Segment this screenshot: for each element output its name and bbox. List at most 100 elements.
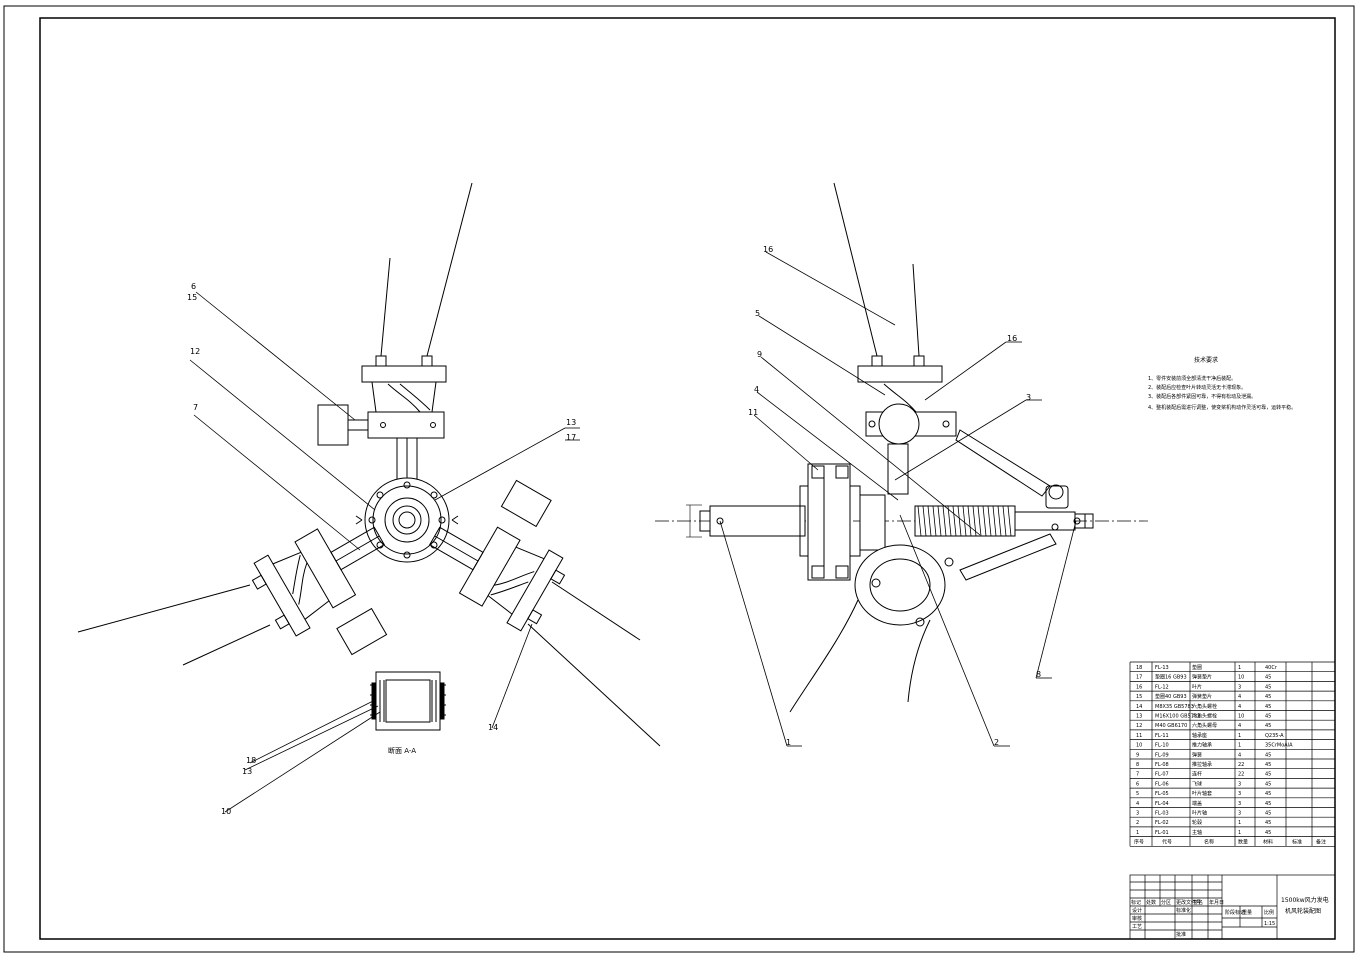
balloon-17: 17: [566, 433, 576, 442]
bom-row-code: FL-12: [1155, 684, 1169, 690]
bom-row-qty: 4: [1238, 752, 1241, 758]
bom-row-qty: 10: [1238, 714, 1244, 720]
tech-notes-title: 技术要求: [1194, 356, 1218, 364]
bom-row-no: 7: [1136, 772, 1139, 778]
balloon-12: 12: [190, 347, 200, 356]
bom-row-material: 45: [1265, 801, 1271, 807]
bom-row-material: 35CrMoAlA: [1265, 743, 1293, 749]
rev-label-4: 更改文件号: [1176, 899, 1201, 906]
bom-row-name: 叶片: [1192, 683, 1202, 690]
balloon-16b: 16: [1007, 334, 1017, 343]
bom-row-name: 轴承座: [1192, 732, 1207, 739]
bom-row-name: 叶片轴: [1192, 810, 1207, 817]
bom-row-qty: 4: [1238, 723, 1241, 729]
bom-row-code: M8X35 GB5783: [1155, 704, 1194, 710]
bom-row-qty: 1: [1238, 733, 1241, 739]
bom-row-no: 2: [1136, 820, 1139, 826]
bom-row-qty: 10: [1238, 675, 1244, 681]
bom-row-no: 8: [1136, 762, 1139, 768]
lower-blade-root: [854, 544, 946, 626]
section-caption: 断面 A-A: [388, 746, 416, 755]
bom-header-code: 代号: [1162, 839, 1172, 846]
bom-row-no: 11: [1136, 733, 1142, 739]
section-a-a-detail: [370, 671, 446, 731]
bom-header-remark: 备注: [1316, 839, 1326, 846]
outer-frame: [3, 5, 1355, 953]
role-approve: 批准: [1176, 931, 1186, 938]
bom-row-code: 垫圈16 GB93: [1155, 674, 1187, 681]
balloon-5: 5: [755, 309, 760, 318]
balloon-13b: 13: [242, 767, 252, 776]
bom-row-qty: 3: [1238, 801, 1241, 807]
bom-row-material: 40Cr: [1265, 665, 1278, 671]
bom-row-material: 45: [1265, 694, 1271, 700]
bom-row-name: 六角头螺栓: [1192, 703, 1217, 710]
bearing-housing: [807, 463, 851, 581]
role-check: 审核: [1132, 915, 1142, 922]
title-block: [1129, 874, 1336, 940]
rev-label-3: 分区: [1161, 899, 1171, 906]
balloon-18: 18: [246, 756, 256, 765]
balloon-2: 2: [994, 738, 999, 747]
technical-notes: 技术要求 1、零件安装前须全部清洗干净后装配。 2、装配后应检查叶片转动灵活无卡…: [1148, 356, 1296, 411]
bom-row-code: FL-05: [1155, 791, 1169, 797]
bom-row-qty: 3: [1238, 811, 1241, 817]
bom-row-name: 轮毂: [1192, 819, 1202, 826]
hub-disk: [364, 477, 450, 563]
balloon-16a: 16: [763, 245, 773, 254]
bom-header-no: 序号: [1134, 839, 1144, 846]
main-shaft: [709, 505, 806, 537]
bom-header-name: 名称: [1204, 839, 1214, 846]
bom-row-qty: 3: [1238, 781, 1241, 787]
balloon-14: 14: [488, 723, 498, 732]
tech-note-3: 3、装配后各部件紧固可靠，不得有松动及泄漏。: [1148, 393, 1256, 400]
bom-row-material: 45: [1265, 791, 1271, 797]
balloon-13: 13: [566, 418, 576, 427]
role-process: 工艺: [1132, 924, 1142, 930]
weight-label: 重量: [1242, 909, 1252, 916]
hub-body: [859, 494, 886, 551]
bom-row-material: 45: [1265, 723, 1271, 729]
bom-row-name: 主轴: [1192, 829, 1202, 836]
shaft-dimension: [686, 504, 702, 538]
bom-row-qty: 1: [1238, 820, 1241, 826]
bom-row-no: 14: [1136, 704, 1142, 710]
bom-row-code: FL-13: [1155, 665, 1169, 671]
inner-frame: [39, 17, 1336, 940]
rev-label-2: 处数: [1146, 899, 1156, 906]
bom-row-name: 弹簧: [1192, 751, 1202, 758]
bom-row-qty: 1: [1238, 743, 1241, 749]
balloon-9: 9: [757, 350, 762, 359]
bom-header-qty: 数量: [1238, 839, 1248, 846]
right-balloons: 16 5 9 4 11 16 3 8 1 2: [748, 245, 1041, 747]
title-block-text: 1500kw风力发电 机风轮装配图 阶段标记 重量 比例 1:15 标记 处数 …: [1131, 896, 1329, 938]
bom-row-qty: 3: [1238, 684, 1241, 690]
drawing-title-2: 机风轮装配图: [1285, 907, 1321, 915]
bom-row-name: 推拉轴承: [1192, 761, 1212, 768]
bom-row-material: 45: [1265, 684, 1271, 690]
bom-row-no: 6: [1136, 781, 1139, 787]
bom-row-no: 9: [1136, 752, 1139, 758]
bom-row-no: 12: [1136, 723, 1142, 729]
rev-label-5: 签名: [1193, 899, 1203, 906]
scale-value: 1:15: [1264, 921, 1275, 927]
bom-row-material: 45: [1265, 752, 1271, 758]
balloon-3: 3: [1026, 393, 1031, 402]
bom-row-no: 17: [1136, 675, 1142, 681]
balloon-7: 7: [193, 403, 198, 412]
scale-label: 比例: [1264, 909, 1274, 916]
bom-row-material: 45: [1265, 762, 1271, 768]
bom-row-name: 端盖: [1192, 800, 1202, 807]
bom-row-no: 18: [1136, 665, 1142, 671]
bom-row-no: 13: [1136, 714, 1142, 720]
drawing-title-1: 1500kw风力发电: [1281, 896, 1329, 904]
upper-blade-flange: [361, 365, 447, 383]
bom-row-code: FL-02: [1155, 820, 1169, 826]
bom-row-code: M16X100 GB5782: [1155, 714, 1200, 720]
bom-row-no: 1: [1136, 830, 1139, 836]
hub-side-view: [655, 182, 1148, 713]
bom-row-material: 45: [1265, 714, 1271, 720]
balloon-4: 4: [754, 385, 759, 394]
stage-label: 阶段标记: [1225, 909, 1245, 916]
upper-flyball: [317, 404, 349, 446]
